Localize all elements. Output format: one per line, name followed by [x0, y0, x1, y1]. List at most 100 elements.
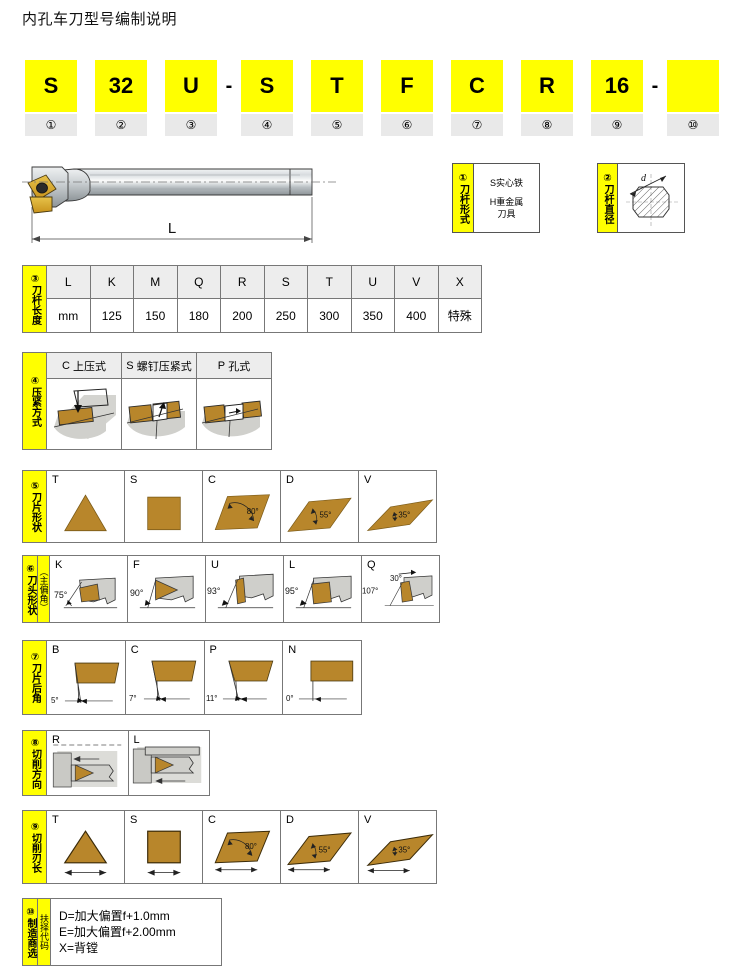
row9-cell-V: V 35°: [359, 811, 436, 883]
row9-letter-C: C: [208, 814, 216, 826]
code-box-7: C: [451, 60, 503, 112]
clamp-hole-svg: [201, 400, 262, 438]
row4-tab-text: ④压紧方式: [29, 375, 41, 427]
row5-angle-V: 35°: [398, 510, 410, 519]
dash-glyph-2: -: [651, 74, 659, 97]
row9-grid: T S: [47, 811, 436, 883]
code-num-1: ①: [25, 114, 77, 136]
legend1-line-1: S实心铁: [489, 177, 523, 188]
row8-tab: ⑧切削方向: [23, 731, 47, 795]
table-clamping-method: ④压紧方式 C 上压式 S 螺钉压紧式 P 孔式: [22, 352, 272, 450]
code-num-5: ⑤: [311, 114, 363, 136]
row4-header-row: C 上压式 S 螺钉压紧式 P 孔式: [47, 353, 271, 379]
boring-bar-svg: L: [22, 166, 336, 243]
table-relief-angle: ⑦刀片后角 B 5° C: [22, 640, 362, 715]
boring-bar-drawing: L: [22, 155, 342, 250]
relief-angle-P-svg: 11°: [205, 660, 273, 703]
row5-grid: T S C: [47, 471, 436, 542]
row4-grid: C 上压式 S 螺钉压紧式 P 孔式: [47, 353, 271, 449]
code-separator-2: -: [649, 60, 661, 112]
row10-tab-text: ⑩制造商选: [25, 906, 36, 958]
table-shank-length: ③刀杆长度 L K M Q R S T U V X mm 125 150 180…: [22, 265, 482, 333]
row7-cell-P: P 11°: [204, 641, 284, 714]
row5-letter-V: V: [364, 474, 372, 486]
row7-cell-N: N 0°: [283, 641, 361, 714]
edge-length-S-svg: [147, 830, 181, 876]
row3-header-row: L K M Q R S T U V X: [47, 266, 481, 299]
legend2-body: d: [618, 164, 684, 232]
row7-letter-C: C: [130, 644, 139, 656]
relief-angle-N-svg: 0°: [286, 660, 354, 703]
relief-angle-C-svg: 7°: [129, 660, 197, 703]
row5-angle-C: 80°: [247, 507, 259, 516]
row3-h-2: M: [134, 266, 178, 299]
code-separator-1: -: [223, 60, 235, 112]
row9-cell-D: D 55°: [281, 811, 359, 883]
row4-fig-0: [47, 379, 122, 449]
row3-h-4: R: [221, 266, 265, 299]
code-cell-10: ⑩: [667, 60, 719, 136]
row9-cells: T S: [47, 811, 436, 883]
head-shape-U-svg: 93°: [207, 573, 274, 609]
row3-tab-text: ③刀杆长度: [29, 273, 41, 325]
row5-letter-S: S: [130, 474, 138, 486]
row6-subtab-text: （主偏角）: [38, 566, 49, 612]
row3-h-8: V: [395, 266, 439, 299]
row6-cell-Q: Q 107° 30°: [362, 556, 439, 622]
row6-cell-L: L 95°: [284, 556, 362, 622]
page-title: 内孔车刀型号编制说明: [22, 11, 178, 28]
row6-cell-F: F 90°: [128, 556, 206, 622]
row10-note-row: D=加大偏置f+1.0mm E=加大偏置f+2.00mm X=背镗: [51, 899, 221, 965]
legend1-line-3: 刀具: [497, 208, 516, 219]
legend-box-shank-diameter: ②刀杆直径 d: [597, 163, 685, 233]
code-box-5: T: [311, 60, 363, 112]
code-cell-1: S ①: [25, 60, 77, 136]
row3-v-1: 125: [90, 299, 134, 332]
row6-subtab: （主偏角）: [38, 556, 50, 622]
code-num-2: ②: [95, 114, 147, 136]
row7-grid: B 5° C: [47, 641, 361, 714]
insert-rhombic55-svg: 55°: [287, 497, 352, 532]
row6-cell-U: U 93°: [206, 556, 284, 622]
row8-letter-R: R: [52, 734, 60, 746]
table-manufacturer-code: ⑩制造商选 扶择代码 D=加大偏置f+1.0mm E=加大偏置f+2.00mm …: [22, 898, 222, 966]
legend2-tab-text: ②刀杆直径: [602, 172, 613, 224]
row8-cells: R L: [47, 731, 209, 795]
row3-h-0: L: [47, 266, 91, 299]
code-cell-8: R ⑧: [521, 60, 573, 136]
row3-v-5: 250: [264, 299, 308, 332]
row9-tab-text: ⑨切削刃长: [29, 821, 41, 873]
row6-angle-L: 95°: [285, 586, 299, 596]
row9-angle-C: 80°: [245, 842, 257, 851]
row4-fig-2: [197, 379, 271, 449]
legend2-tab: ②刀杆直径: [598, 164, 618, 232]
row10-note: D=加大偏置f+1.0mm E=加大偏置f+2.00mm X=背镗: [59, 909, 176, 955]
code-num-7: ⑦: [451, 114, 503, 136]
row7-angle-C: 7°: [129, 694, 137, 703]
row9-letter-T: T: [52, 814, 59, 826]
row8-letter-L: L: [133, 734, 140, 746]
row6-letter-F: F: [133, 559, 140, 571]
row3-v-8: 400: [395, 299, 439, 332]
row4-tab: ④压紧方式: [23, 353, 47, 449]
row9-letter-V: V: [364, 814, 372, 826]
row5-cells: T S C: [47, 471, 436, 542]
row5-angle-D: 55°: [320, 510, 332, 519]
row5-cell-D: D 55°: [281, 471, 359, 542]
row8-tab-text: ⑧切削方向: [29, 737, 41, 789]
row6-angle-F: 90°: [130, 588, 144, 598]
row4-h-1: S 螺钉压紧式: [122, 353, 197, 379]
code-box-8: R: [521, 60, 573, 112]
row3-v-2: 150: [134, 299, 178, 332]
row3-h-1: K: [90, 266, 134, 299]
row6-letter-U: U: [211, 559, 219, 571]
legend1-body: S实心铁 H重金属 刀具: [474, 164, 539, 232]
row6-cells: K 75° F: [50, 556, 439, 622]
row8-grid: R L: [47, 731, 209, 795]
row5-letter-T: T: [52, 474, 59, 486]
insert-rhombic80-svg: 80°: [214, 494, 271, 531]
code-box-3: U: [165, 60, 217, 112]
row5-letter-C: C: [208, 474, 216, 486]
cut-direction-R-svg: [52, 744, 122, 788]
row7-letter-P: P: [209, 644, 217, 656]
